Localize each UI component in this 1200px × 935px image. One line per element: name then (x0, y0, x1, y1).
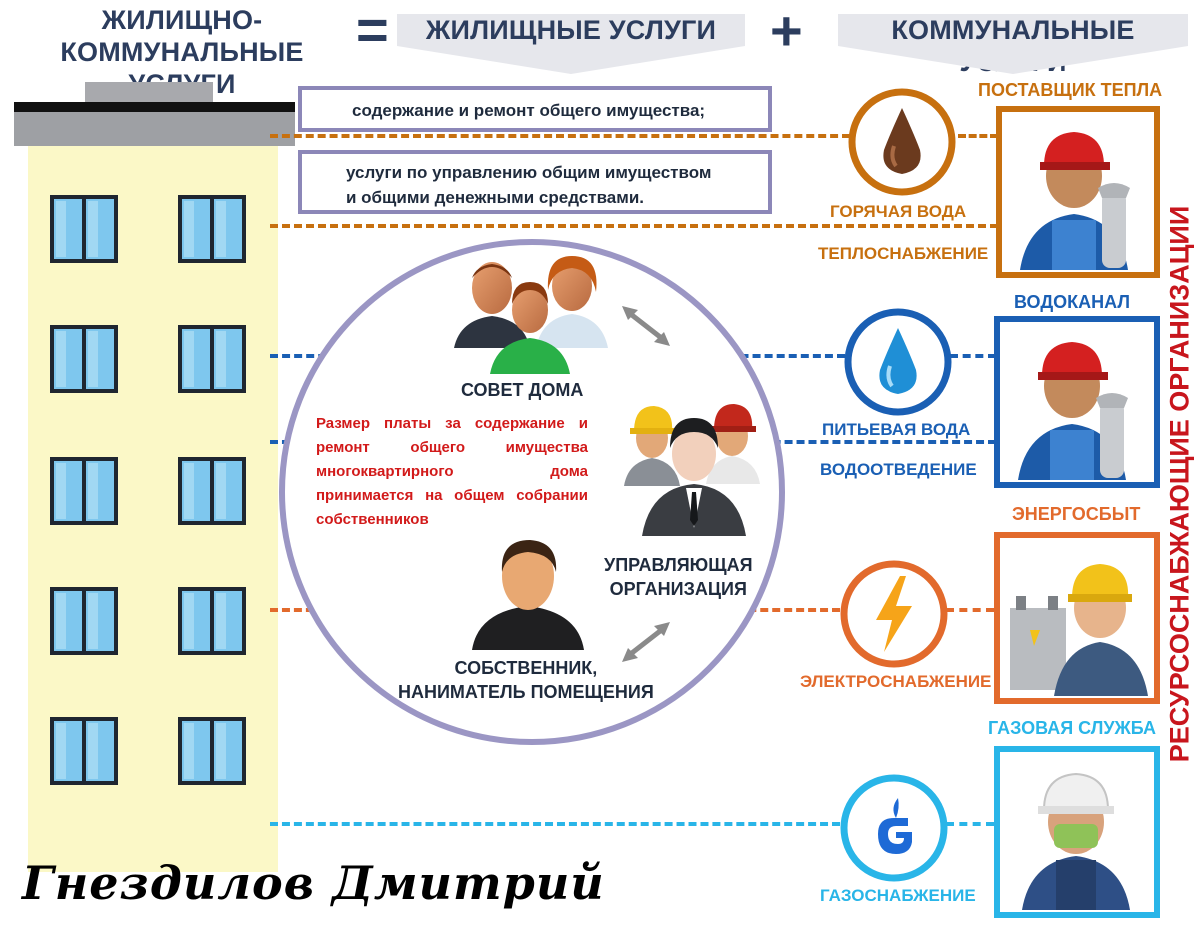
management-label-line1: УПРАВЛЯЮЩАЯ (604, 555, 753, 575)
management-team-icon (624, 404, 760, 536)
plus-sign: + (770, 0, 803, 62)
heating-label: ТЕПЛОСНАБЖЕНИЕ (818, 244, 989, 263)
gas-line (270, 822, 840, 826)
drinking-water-drop-icon (844, 308, 952, 416)
maintenance-service-text: содержание и ремонт общего имущества; (352, 101, 706, 120)
heat-plumber-icon (1020, 132, 1130, 270)
electricity-line-right (946, 608, 994, 612)
title-left-line1: ЖИЛИЩНО- (101, 5, 263, 35)
heat-provider-card (996, 106, 1160, 278)
utility-services-title: КОММУНАЛЬНЫЕ УСЛУГИ (838, 14, 1188, 77)
heating-line (270, 224, 998, 228)
title-left-line2: КОММУНАЛЬНЫЕ УСЛУГИ (60, 37, 304, 99)
owner-label: СОБСТВЕННИК, НАНИМАТЕЛЬ ПОМЕЩЕНИЯ (398, 656, 654, 704)
governance-circle (279, 239, 785, 745)
council-management-arrow (622, 306, 670, 346)
gas-label: ГАЗОСНАБЖЕНИЕ (820, 886, 976, 905)
hot-water-drop-icon (848, 88, 956, 196)
author-signature: Гнездилов Дмитрий (22, 856, 605, 910)
water-plumber-icon (1018, 342, 1128, 480)
housing-services-title: ЖИЛИЩНЫЕ УСЛУГИ (397, 14, 745, 46)
water-provider-label: ВОДОКАНАЛ (1014, 292, 1130, 312)
owner-person-icon (472, 540, 584, 650)
gas-provider-card (994, 746, 1160, 918)
owner-management-arrow (622, 622, 670, 662)
management-service-line2: и общими денежными средствами. (346, 188, 645, 207)
drinking-water-label: ПИТЬЕВАЯ ВОДА (822, 420, 971, 439)
electricity-bolt-icon (840, 560, 948, 668)
utility-title-pointer (838, 46, 1188, 74)
council-people-icon (454, 256, 608, 374)
energy-provider-label: ЭНЕРГОСБЫТ (1012, 504, 1141, 524)
electrician-icon (1010, 564, 1148, 696)
management-service-line1: услуги по управлению общим имуществом (346, 163, 712, 182)
energy-provider-card (994, 532, 1160, 704)
sewerage-label: ВОДООТВЕДЕНИЕ (820, 460, 977, 479)
maintenance-service-box: содержание и ремонт общего имущества; (298, 86, 772, 132)
council-label: СОВЕТ ДОМА (461, 380, 584, 400)
building-windows (50, 195, 246, 785)
drinking-water-line-right (950, 354, 996, 358)
hot-water-label: ГОРЯЧАЯ ВОДА (830, 202, 967, 221)
hot-water-line (270, 134, 850, 138)
gas-worker-icon (1022, 772, 1130, 910)
electricity-label: ЭЛЕКТРОСНАБЖЕНИЕ (800, 672, 992, 691)
gas-flame-icon (840, 774, 948, 882)
heat-provider-label: ПОСТАВЩИК ТЕПЛА (978, 80, 1163, 100)
owner-label-line2: НАНИМАТЕЛЬ ПОМЕЩЕНИЯ (398, 682, 654, 702)
management-label-line2: ОРГАНИЗАЦИЯ (609, 579, 747, 599)
equals-sign: = (356, 0, 389, 61)
resource-organizations-vertical-label: РЕСУРСОСНАБЖАЮЩИЕ ОРГАНИЗАЦИИ (1164, 205, 1195, 763)
water-provider-card (994, 316, 1160, 488)
management-service-box: услуги по управлению общим имуществом и … (298, 150, 772, 214)
fee-decision-note: Размер платы за содержание и ремонт обще… (316, 415, 588, 528)
gas-line-right (946, 822, 994, 826)
management-label: УПРАВЛЯЮЩАЯ ОРГАНИЗАЦИЯ (604, 553, 753, 601)
title-left: ЖИЛИЩНО- КОММУНАЛЬНЫЕ УСЛУГИ (12, 4, 352, 100)
housing-title-pointer (397, 46, 745, 74)
owner-label-line1: СОБСТВЕННИК, (454, 658, 598, 678)
hot-water-line-right (958, 134, 998, 138)
gas-provider-label: ГАЗОВАЯ СЛУЖБА (988, 718, 1157, 738)
